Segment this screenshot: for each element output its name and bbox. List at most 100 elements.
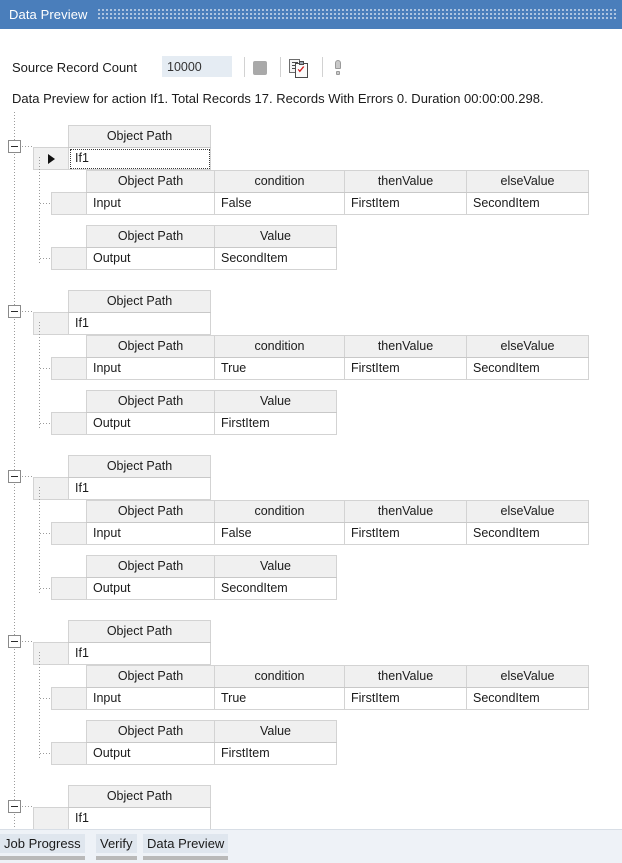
cell-thenvalue[interactable]: FirstItem (344, 687, 467, 710)
cell-object-path[interactable]: Output (86, 247, 215, 270)
cell-thenvalue[interactable]: FirstItem (344, 357, 467, 380)
column-header-condition[interactable]: condition (214, 500, 345, 523)
column-header-elsevalue[interactable]: elseValue (466, 335, 589, 358)
column-header-object-path[interactable]: Object Path (68, 785, 211, 808)
cell-condition[interactable]: True (214, 357, 345, 380)
row-selector-cell[interactable] (51, 577, 87, 600)
column-header-condition[interactable]: condition (214, 335, 345, 358)
column-header-thenvalue[interactable]: thenValue (344, 335, 467, 358)
column-header-object-path[interactable]: Object Path (86, 390, 215, 413)
column-header-value[interactable]: Value (214, 225, 337, 248)
row-selector-cell[interactable] (51, 522, 87, 545)
column-header-object-path[interactable]: Object Path (86, 665, 215, 688)
row-selector-cell[interactable] (51, 742, 87, 765)
stop-button[interactable] (248, 57, 272, 79)
cell-object-path[interactable]: Input (86, 357, 215, 380)
cell-object-path[interactable]: Output (86, 577, 215, 600)
cell-object-path-value[interactable]: If1 (68, 642, 211, 665)
table-row[interactable]: If1 (33, 642, 211, 665)
cell-object-path-value[interactable]: If1 (68, 477, 211, 500)
row-selector-cell[interactable] (51, 247, 87, 270)
cell-object-path-value[interactable]: If1 (68, 312, 211, 335)
row-selector-cell[interactable] (51, 687, 87, 710)
cell-object-path-value[interactable]: If1 (68, 147, 211, 170)
row-selector-cell[interactable] (51, 412, 87, 435)
column-header-object-path[interactable]: Object Path (86, 720, 215, 743)
cell-value[interactable]: SecondItem (214, 577, 337, 600)
cell-condition[interactable]: False (214, 192, 345, 215)
column-header-object-path[interactable]: Object Path (68, 125, 211, 148)
cell-thenvalue[interactable]: FirstItem (344, 522, 467, 545)
column-header-object-path[interactable]: Object Path (68, 620, 211, 643)
row-selector-cell[interactable] (33, 807, 69, 829)
cell-object-path-value[interactable]: If1 (68, 807, 211, 829)
tab-data-preview[interactable]: Data Preview (143, 834, 229, 860)
tab-job-progress[interactable]: Job Progress (0, 834, 85, 860)
cell-condition[interactable]: True (214, 687, 345, 710)
cell-object-path[interactable]: Input (86, 687, 215, 710)
expander-collapse-icon[interactable] (8, 635, 21, 648)
row-selector-cell[interactable] (51, 192, 87, 215)
column-header-elsevalue[interactable]: elseValue (466, 170, 589, 193)
table-row[interactable]: If1 (33, 807, 211, 829)
column-header-condition[interactable]: condition (214, 170, 345, 193)
expander-collapse-icon[interactable] (8, 140, 21, 153)
column-header-condition[interactable]: condition (214, 665, 345, 688)
column-header-thenvalue[interactable]: thenValue (344, 665, 467, 688)
preview-data-button[interactable] (286, 57, 312, 79)
cell-elsevalue[interactable]: SecondItem (466, 192, 589, 215)
cell-condition[interactable]: False (214, 522, 345, 545)
row-selector-cell[interactable] (33, 642, 69, 665)
cell-object-path[interactable]: Output (86, 412, 215, 435)
column-header-thenvalue[interactable]: thenValue (344, 170, 467, 193)
expander-collapse-icon[interactable] (8, 800, 21, 813)
table-row[interactable]: If1 (33, 477, 211, 500)
column-header-value[interactable]: Value (214, 720, 337, 743)
column-header-object-path[interactable]: Object Path (86, 225, 215, 248)
expander-collapse-icon[interactable] (8, 305, 21, 318)
cell-value[interactable]: FirstItem (214, 742, 337, 765)
column-header-object-path[interactable]: Object Path (68, 455, 211, 478)
column-header-object-path[interactable]: Object Path (86, 500, 215, 523)
cell-object-path[interactable]: Input (86, 522, 215, 545)
cell-elsevalue[interactable]: SecondItem (466, 687, 589, 710)
row-selector-cell[interactable] (51, 357, 87, 380)
column-header-thenvalue[interactable]: thenValue (344, 500, 467, 523)
column-header-object-path[interactable]: Object Path (86, 555, 215, 578)
column-header-value[interactable]: Value (214, 390, 337, 413)
column-header-value[interactable]: Value (214, 555, 337, 578)
column-header-object-path[interactable]: Object Path (86, 335, 215, 358)
cell-object-path[interactable]: Output (86, 742, 215, 765)
titlebar-grip[interactable] (97, 9, 618, 20)
table-row[interactable]: If1 (33, 312, 211, 335)
row-selector-cell[interactable] (33, 147, 69, 170)
column-header-object-path[interactable]: Object Path (86, 170, 215, 193)
column-header-elsevalue[interactable]: elseValue (466, 500, 589, 523)
source-record-count-input[interactable] (162, 56, 232, 77)
tab-verify[interactable]: Verify (96, 834, 137, 860)
column-header-object-path[interactable]: Object Path (68, 290, 211, 313)
column-header-elsevalue[interactable]: elseValue (466, 665, 589, 688)
expander-collapse-icon[interactable] (8, 470, 21, 483)
warning-button[interactable] (326, 57, 350, 79)
table-row[interactable]: If1 (33, 147, 211, 170)
